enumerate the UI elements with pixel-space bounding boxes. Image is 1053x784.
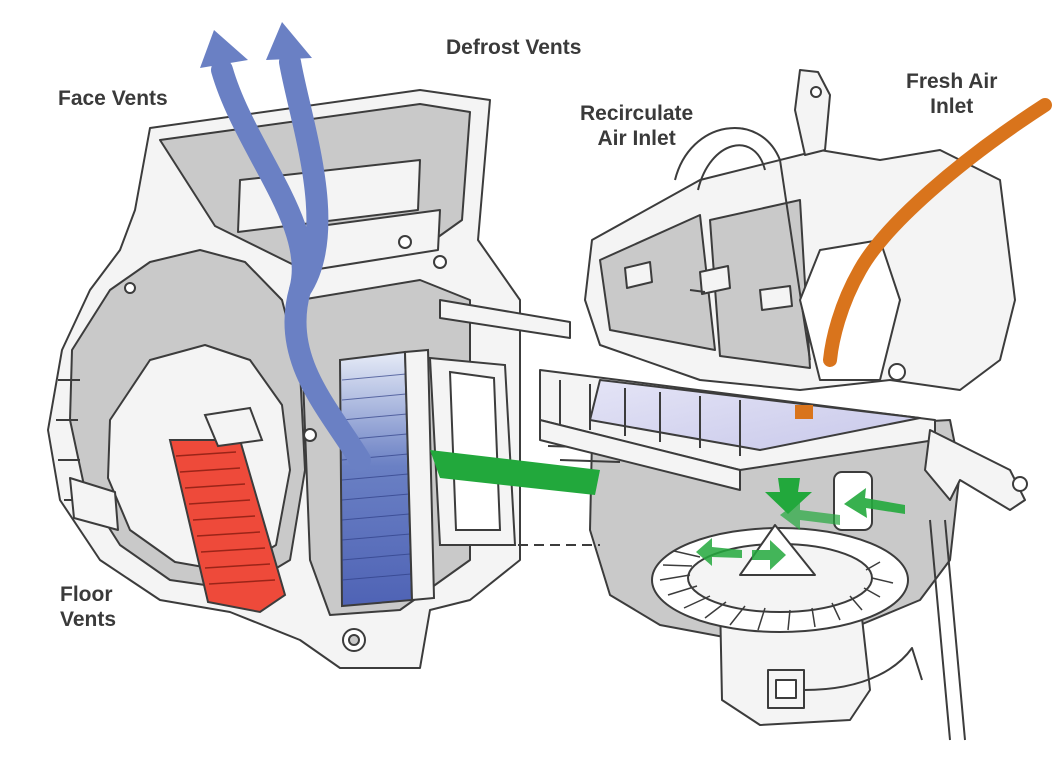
arrowhead-face bbox=[200, 30, 248, 68]
mount-bracket bbox=[924, 429, 1026, 511]
bolt bbox=[398, 235, 412, 249]
fresh-air-flow bbox=[795, 98, 1052, 419]
label-fresh-air-inlet: Fresh Air Inlet bbox=[906, 69, 997, 119]
hanger-hole bbox=[810, 86, 822, 98]
recirc-arrow-in-1 bbox=[844, 488, 905, 518]
bolt bbox=[348, 634, 360, 646]
label-face-vents-text: Face Vents bbox=[58, 87, 168, 110]
intake-grill-right bbox=[709, 199, 811, 369]
housing-foot bbox=[69, 477, 119, 531]
blower-wire bbox=[803, 647, 923, 691]
evaporator-frame bbox=[403, 348, 436, 602]
recirc-arrow-in-2 bbox=[780, 500, 840, 530]
fresh-air-arrow bbox=[823, 98, 1052, 367]
filter-door bbox=[428, 356, 517, 546]
label-floor-line2: Vents bbox=[60, 608, 117, 631]
recirc-beam bbox=[430, 450, 600, 495]
intake-hanger bbox=[794, 69, 831, 156]
cabin-filter bbox=[589, 379, 921, 451]
intake-door-housing bbox=[799, 239, 901, 381]
recirc-airflow bbox=[430, 450, 905, 570]
vent-airflow bbox=[211, 51, 371, 471]
bolt bbox=[433, 255, 447, 269]
filter-tray-ribs bbox=[547, 380, 741, 463]
side-duct bbox=[439, 299, 571, 339]
label-recirculate-line2: Air Inlet bbox=[597, 127, 676, 150]
label-floor-line1: Floor bbox=[60, 583, 113, 606]
recirc-arrow-out-r bbox=[752, 540, 786, 570]
bolt bbox=[303, 428, 317, 442]
blower-connector-slot bbox=[775, 679, 797, 699]
filter-tray-front bbox=[539, 419, 741, 491]
label-face-vents: Face Vents bbox=[58, 86, 168, 111]
evaporator-fins bbox=[341, 373, 412, 581]
filter-door-inner bbox=[448, 370, 502, 531]
housing-rib-1 bbox=[56, 379, 86, 501]
bolt bbox=[1012, 476, 1028, 492]
heater-core-bracket bbox=[203, 406, 264, 448]
label-recirculate-line1: Recirculate bbox=[580, 102, 694, 125]
recirc-arrow-out-l bbox=[696, 538, 742, 566]
label-defrost-vents: Defrost Vents bbox=[446, 35, 581, 60]
label-fresh-air-line2: Inlet bbox=[930, 95, 974, 118]
mount-leg bbox=[929, 519, 966, 741]
heater-core bbox=[168, 406, 287, 614]
intake-grill-slots bbox=[624, 261, 793, 311]
label-defrost-vents-text: Defrost Vents bbox=[446, 36, 582, 59]
bolt bbox=[124, 282, 136, 294]
airflow-arrow-defrost bbox=[279, 51, 329, 301]
evaporator bbox=[338, 348, 436, 608]
label-floor-vents: Floor Vents bbox=[60, 582, 116, 632]
intake-box-strap bbox=[674, 126, 811, 361]
bolt bbox=[888, 363, 906, 381]
label-recirculate-air-inlet: Recirculate Air Inlet bbox=[580, 101, 693, 151]
recirc-arrow-down bbox=[765, 478, 812, 514]
blower-wheel-vanes bbox=[659, 550, 894, 631]
fresh-air-stub bbox=[795, 405, 813, 419]
label-fresh-air-line1: Fresh Air bbox=[906, 70, 998, 93]
heater-core-fins bbox=[175, 451, 276, 585]
arrowhead-defrost bbox=[266, 22, 312, 60]
intake-grill-left bbox=[599, 214, 716, 351]
